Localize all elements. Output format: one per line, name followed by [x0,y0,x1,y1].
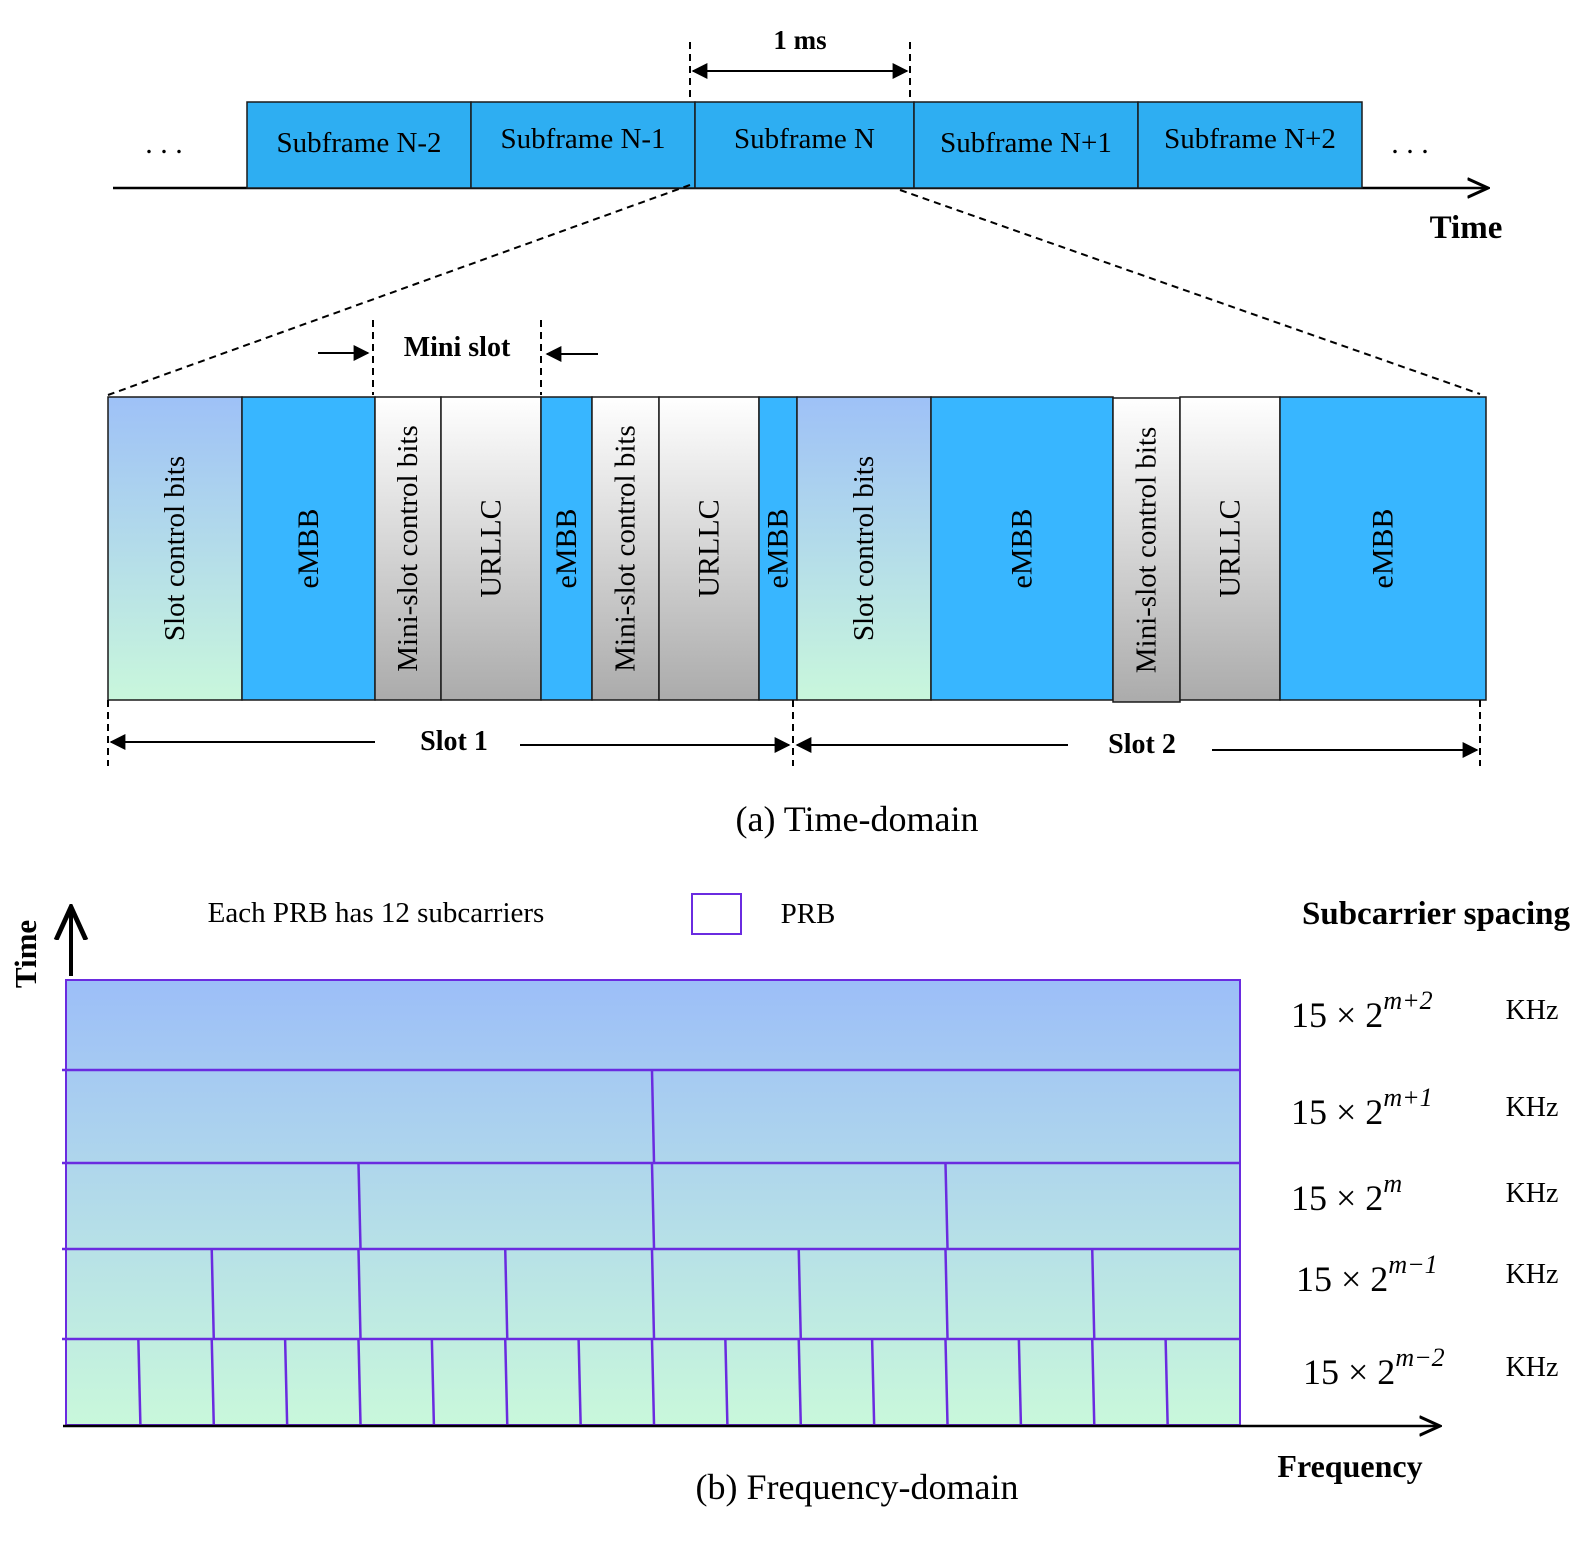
urllc-block [374,396,442,701]
subframe-box [1137,101,1363,189]
prb-divider [504,1249,509,1339]
zoom-line-right [899,189,1481,395]
spacing-value: 15 × 2m+2 [1291,986,1433,1035]
subframe-label: Subframe N+1 [940,127,1112,159]
subframe-box [246,101,472,189]
prb-divider [137,1339,142,1425]
spacing-unit: KHz [1506,1352,1559,1383]
frequency-domain-panel: Time Each PRB has 12 subcarriers PRB Sub… [8,893,1570,1507]
prb-divider [283,1339,289,1425]
prb-divider [357,1163,362,1249]
slot1-label: Slot 1 [420,726,488,757]
subframe-box [913,101,1139,189]
control-block [796,396,932,701]
slot-blocks: Slot control bits eMBB Mini-slot control b… [107,396,1487,703]
urllc-block-label: Mini-slot control bits [610,425,642,672]
embb-block-label: eMBB [1006,508,1039,588]
spacing-value: 15 × 2m+1 [1291,1083,1433,1132]
embb-block-label: eMBB [550,508,583,588]
urllc-block [591,396,660,701]
spacing-unit: KHz [1506,1092,1559,1123]
urllc-block-label: Mini-slot control bits [392,425,424,672]
urllc-block [658,396,760,701]
embb-block-label: eMBB [762,508,795,588]
subframe-label: Subframe N-1 [500,123,665,155]
spacing-value: 15 × 2m [1291,1169,1402,1218]
urllc-block-label: URLLC [693,499,726,597]
subframe-row: Subframe N-2 Subframe N-1 Subframe N Subfra… [246,101,1363,189]
control-block-label: Slot control bits [848,456,880,641]
subframe-label: Subframe N+2 [1164,123,1336,155]
time-axis-label: Time [1430,210,1503,246]
prb-divider [944,1249,949,1339]
prb-divider [1091,1339,1096,1425]
prb-divider [357,1249,362,1339]
prb-divider [357,1339,362,1425]
urllc-block [1112,397,1181,703]
prb-divider [210,1339,215,1425]
prb-divider [210,1249,215,1339]
spacing-value: 15 × 2m−1 [1296,1250,1438,1299]
time-domain-caption: (a) Time-domain [736,799,979,839]
prb-divider [650,1163,656,1249]
embb-block [930,396,1114,701]
prb-divider [870,1339,876,1425]
prb-divider [650,1070,656,1163]
prb-divider [797,1249,802,1339]
control-block-label: Slot control bits [159,456,191,641]
zoom-line-left [107,184,691,396]
embb-block [1279,396,1487,701]
subcarrier-spacing-title: Subcarrier spacing [1302,896,1570,932]
prb-divider [504,1339,509,1425]
urllc-block-label: Mini-slot control bits [1131,427,1163,674]
urllc-block-label: URLLC [1214,499,1247,597]
embb-block-label: eMBB [292,508,325,588]
mini-slot-label: Mini slot [404,332,511,363]
subframe-label: Subframe N [734,123,875,155]
prb-divider [650,1249,656,1339]
prb-divider [650,1339,656,1425]
prb-divider [724,1339,729,1425]
spacing-unit: KHz [1506,995,1559,1026]
frequency-domain-caption: (b) Frequency-domain [696,1467,1019,1507]
prb-grid [62,979,1241,1426]
prb-legend-label: PRB [781,898,836,930]
prb-divider [797,1339,802,1425]
spacing-value: 15 × 2m−2 [1303,1343,1445,1392]
prb-divider [577,1339,582,1425]
prb-note: Each PRB has 12 subcarriers [208,897,545,929]
embb-block-label: eMBB [1367,508,1400,588]
urllc-block [440,396,542,701]
prb-divider [944,1339,949,1425]
urllc-block-label: URLLC [475,499,508,597]
urllc-block [1179,396,1281,701]
embb-block [758,396,798,701]
embb-block [540,396,593,701]
subframe-label: Subframe N-2 [276,127,441,159]
embb-block [241,396,376,701]
prb-divider [1091,1249,1096,1339]
ellipsis-left: . . . [145,127,183,160]
prb-legend-swatch [691,893,742,935]
control-block [107,396,243,701]
spacing-unit: KHz [1506,1259,1559,1290]
subframe-box [694,101,915,189]
prb-divider [944,1163,949,1249]
spacing-unit: KHz [1506,1178,1559,1209]
prb-divider [430,1339,436,1425]
ellipsis-right: . . . [1391,127,1429,160]
prb-divider [1017,1339,1023,1425]
freq-y-axis-label: Time [8,920,43,988]
duration-label: 1 ms [773,25,826,55]
slot2-label: Slot 2 [1108,729,1176,760]
prb-divider [1164,1339,1169,1425]
freq-x-axis-label: Frequency [1277,1448,1422,1484]
